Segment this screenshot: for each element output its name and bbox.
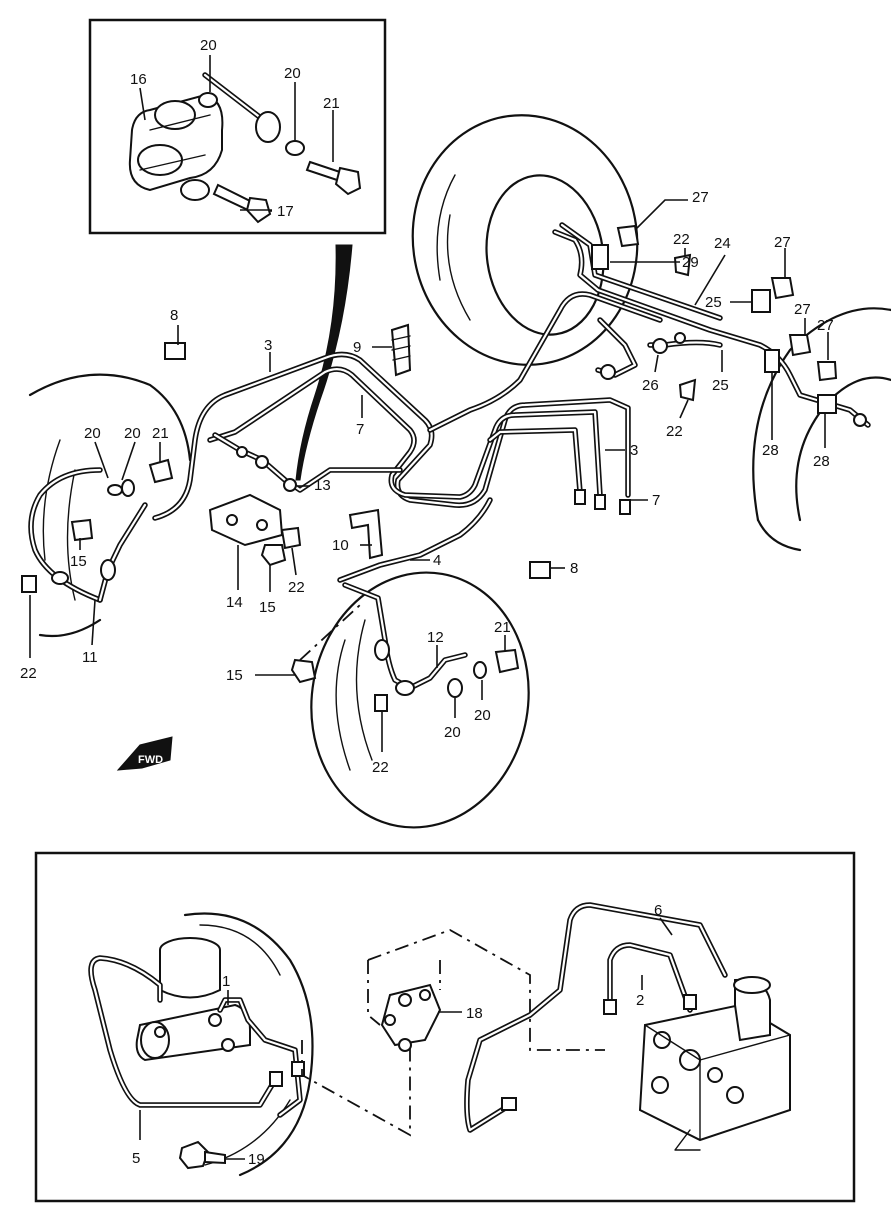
callout-16: 16	[130, 71, 147, 88]
callout-10: 10	[332, 537, 349, 554]
lower-box-master-cylinder-abs: 1 5 18 19 6 2	[34, 851, 856, 1203]
callout-1: 1	[222, 973, 230, 990]
brake-pipes-main	[152, 291, 663, 583]
callout-15c: 15	[70, 553, 87, 570]
callout-7a: 7	[356, 421, 364, 438]
callout-3a: 3	[264, 337, 272, 354]
callout-18: 18	[466, 1005, 483, 1022]
bolt-27-d	[816, 361, 838, 382]
callout-20a: 20	[200, 37, 217, 54]
callout-27b: 27	[774, 234, 791, 251]
fwd-arrow-label: FWD	[138, 754, 163, 766]
junction-14	[208, 493, 284, 547]
caliper-body	[128, 93, 224, 201]
clamp-8-top	[164, 342, 186, 360]
callout-22d: 22	[673, 231, 690, 248]
callout-19: 19	[248, 1151, 265, 1168]
inset-caliper-detail: 20 20 21 16 17	[88, 18, 387, 235]
callout-21a: 21	[323, 95, 340, 112]
callout-28b: 28	[813, 453, 830, 470]
clip-22-right	[678, 378, 697, 402]
callout-5: 5	[132, 1150, 140, 1167]
dash-leader-15	[299, 604, 361, 661]
callout-20e: 20	[444, 724, 461, 741]
callout-22a: 22	[288, 579, 305, 596]
callout-20b: 20	[284, 65, 301, 82]
bracket-25	[751, 289, 771, 313]
callout-9: 9	[353, 339, 361, 356]
callout-14: 14	[226, 594, 243, 611]
callout-2: 2	[636, 992, 644, 1009]
callout-28a: 28	[762, 442, 779, 459]
callout-25a: 25	[705, 294, 722, 311]
clip-28-a	[764, 349, 780, 373]
callout-27d: 27	[817, 317, 834, 334]
callout-15b: 15	[226, 667, 243, 684]
callout-13: 13	[314, 477, 331, 494]
callout-27c: 27	[794, 301, 811, 318]
callout-3b: 3	[630, 442, 638, 459]
clip-9	[390, 323, 412, 377]
bolt-27-c	[788, 334, 812, 357]
front-right-wheel	[310, 571, 530, 829]
callout-27a: 27	[692, 189, 709, 206]
clip-29	[591, 244, 609, 270]
callout-26: 26	[642, 377, 659, 394]
callout-8a: 8	[170, 307, 178, 324]
main-callouts: 8 3 9 7 13 3 7 8 10 4 14 15 22 15 20 20	[20, 189, 834, 776]
clamp-8-right	[529, 561, 551, 579]
forward-direction-arrow: FWD	[116, 736, 173, 771]
callout-22e: 22	[666, 423, 683, 440]
callout-15a: 15	[259, 599, 276, 616]
bolt-15-lower	[290, 658, 317, 684]
callout-20d: 20	[124, 425, 141, 442]
callout-4: 4	[433, 552, 441, 569]
inset-pointer	[295, 244, 353, 481]
bracket-10	[348, 508, 384, 560]
bolt-27-a	[616, 224, 640, 248]
callout-22b: 22	[20, 665, 37, 682]
callout-21b: 21	[152, 425, 169, 442]
callout-11: 11	[82, 649, 98, 666]
clip-22-center	[280, 526, 302, 550]
callout-22c: 22	[372, 759, 389, 776]
callout-21c: 21	[494, 619, 511, 636]
callout-20f: 20	[474, 707, 491, 724]
callout-25b: 25	[712, 377, 729, 394]
callout-12: 12	[427, 629, 444, 646]
bolt-15-center	[260, 544, 287, 567]
bolt-27-b	[770, 277, 795, 300]
front-left-wheel	[28, 373, 192, 638]
clip-28-b	[817, 394, 837, 414]
callout-24: 24	[714, 235, 731, 252]
callout-7b: 7	[652, 492, 660, 509]
callout-29: 29	[682, 254, 699, 271]
callout-6: 6	[654, 902, 662, 919]
front-right-hose	[342, 582, 520, 712]
callout-20c: 20	[84, 425, 101, 442]
front-left-hose	[21, 458, 174, 603]
callout-17: 17	[277, 203, 294, 220]
callout-8b: 8	[570, 560, 578, 577]
rear-left-wheel	[752, 307, 891, 552]
